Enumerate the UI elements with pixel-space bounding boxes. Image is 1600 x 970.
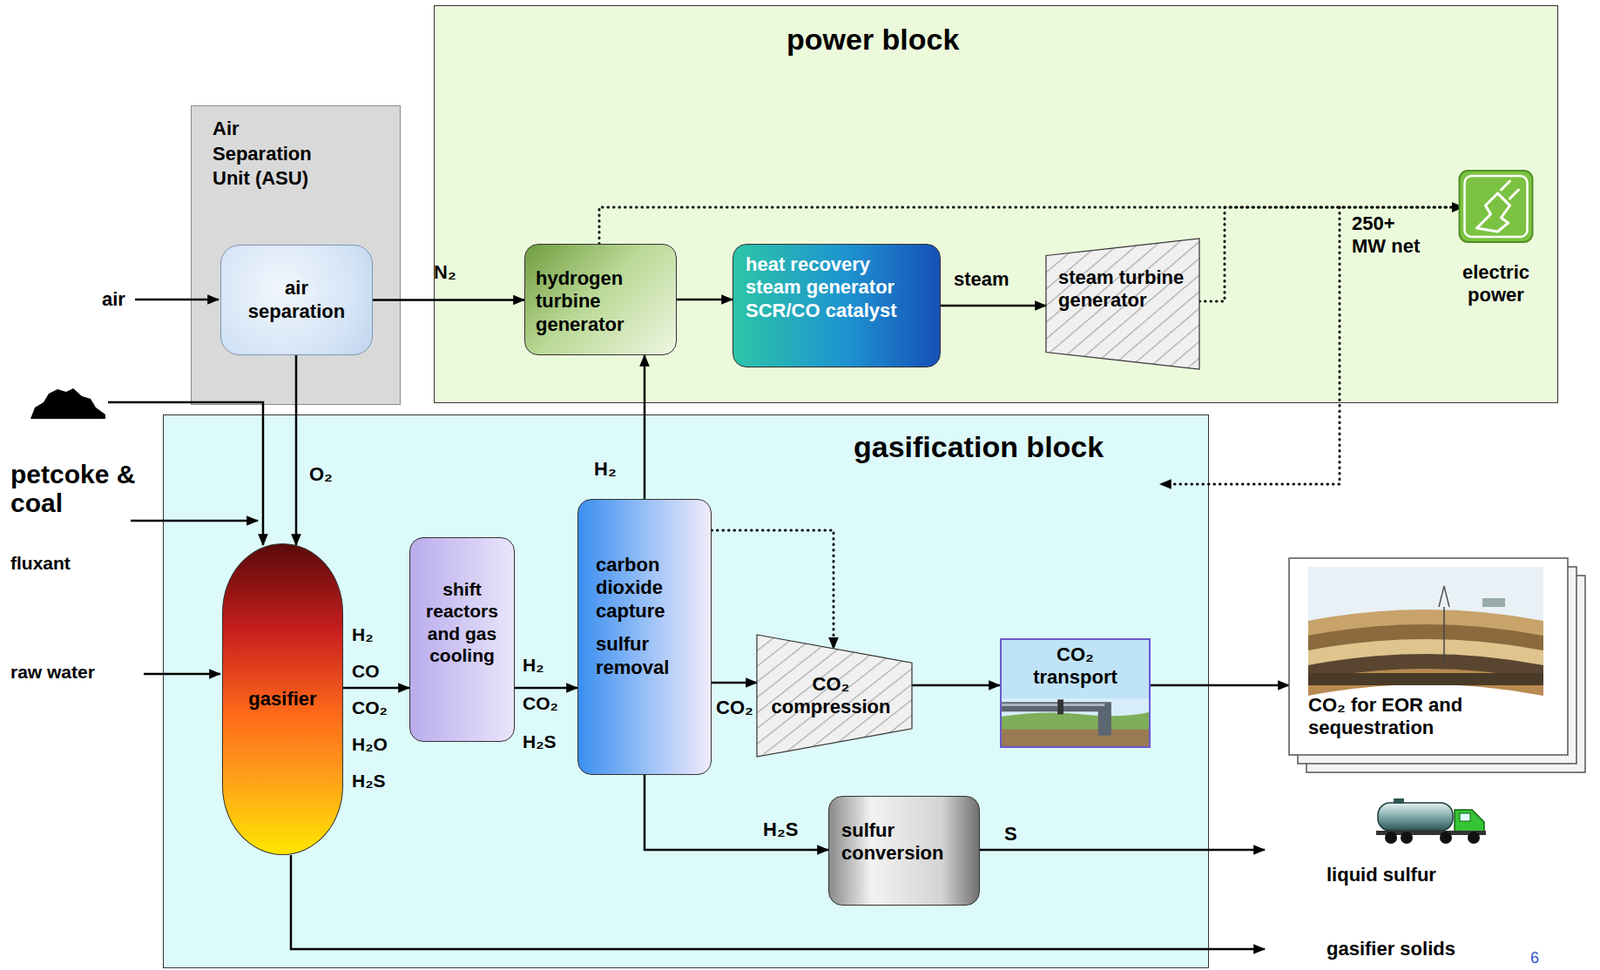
node-label: CO₂ for EOR and sequestration bbox=[1308, 694, 1535, 741]
air-separation-unit-box: Air Separation Unit (ASU) air separation bbox=[190, 105, 401, 406]
flow-arrow bbox=[911, 684, 1000, 688]
flow-arrow bbox=[372, 298, 525, 302]
flow-arrow bbox=[343, 687, 410, 690]
flow-arrow bbox=[940, 304, 1047, 308]
node-label: sulfur conversion bbox=[841, 819, 955, 866]
stream-label: fluxant bbox=[10, 552, 71, 574]
flow-arrow bbox=[644, 775, 829, 851]
air-feed-arrow bbox=[135, 298, 219, 302]
process-box: air separation bbox=[220, 244, 373, 356]
flow-arrow bbox=[514, 687, 578, 690]
node-label: shift reactors and gas cooling bbox=[415, 578, 510, 667]
stream-label: liquid sulfur bbox=[1326, 864, 1437, 887]
power-block-band: power block hydrogen turbine generator hea… bbox=[433, 5, 1559, 404]
block-heading: gasification block bbox=[853, 429, 1104, 466]
flow-label: H₂ bbox=[594, 458, 617, 481]
power-flow-dotted bbox=[711, 530, 834, 649]
flow-label: CO₂ bbox=[715, 696, 754, 720]
flow-label: H₂ CO CO₂ H₂O H₂S bbox=[351, 616, 398, 800]
plug-symbol bbox=[1459, 170, 1533, 243]
flow-label: H₂ CO₂ H₂S bbox=[522, 646, 568, 762]
stream-label: 250+ MW net bbox=[1351, 212, 1427, 259]
flow-arrow bbox=[676, 298, 733, 302]
truck-icon bbox=[1376, 798, 1486, 844]
pipeline-box: CO₂ transport bbox=[999, 638, 1151, 749]
turbine-shape bbox=[1046, 238, 1200, 370]
flow-arrow bbox=[643, 355, 647, 500]
process-box: shift reactors and gas cooling bbox=[409, 537, 515, 743]
solids-output-arrow bbox=[290, 855, 1265, 950]
node-label: heat recovery steam generator SCR/CO cat… bbox=[745, 253, 903, 323]
compressor-shape bbox=[756, 634, 912, 757]
process-box: sulfur conversion bbox=[828, 796, 980, 906]
stream-label: air bbox=[101, 288, 126, 311]
block-heading: Air Separation Unit (ASU) bbox=[212, 116, 344, 192]
sulfur-output-arrow bbox=[979, 849, 1265, 852]
stream-label: gasifier solids bbox=[1326, 938, 1456, 961]
node-label: steam turbine generator bbox=[1058, 266, 1189, 313]
power-flow-dotted bbox=[599, 207, 1464, 244]
flow-arrow bbox=[711, 681, 757, 685]
electric-power-icon: electric power bbox=[1445, 170, 1553, 319]
petcoke-feed-arrow bbox=[130, 519, 258, 523]
steam-turbine-trapezoid: steam turbine generator bbox=[1046, 238, 1200, 370]
coal-pile-icon bbox=[30, 388, 106, 419]
node-label: carbon dioxide capture bbox=[595, 553, 701, 623]
flow-label: H₂S bbox=[762, 818, 798, 842]
water-feed-arrow bbox=[143, 673, 221, 676]
block-heading: power block bbox=[786, 21, 959, 58]
compressor-trapezoid: CO₂ compression bbox=[756, 634, 912, 757]
turbine-box: hydrogen turbine generator bbox=[524, 243, 677, 356]
node-label: CO₂ transport bbox=[1023, 643, 1128, 690]
stream-label: raw water bbox=[10, 661, 95, 683]
hrsg-box: heat recovery steam generator SCR/CO cat… bbox=[732, 243, 941, 368]
stream-label: S bbox=[1004, 823, 1018, 846]
page-number: 6 bbox=[1530, 949, 1540, 969]
flow-label: O₂ bbox=[309, 463, 333, 487]
power-flow-dotted bbox=[1160, 207, 1340, 485]
gasifier-vessel: gasifier bbox=[222, 543, 344, 856]
flow-label: N₂ bbox=[433, 261, 457, 284]
node-label: sulfur removal bbox=[595, 633, 701, 680]
power-flow-dotted bbox=[1199, 207, 1464, 302]
node-label: electric power bbox=[1445, 261, 1546, 308]
flow-label: steam bbox=[953, 268, 1010, 291]
node-label: air separation bbox=[236, 276, 358, 324]
stream-label: petcoke & coal bbox=[10, 459, 150, 518]
node-label: hydrogen turbine generator bbox=[535, 267, 658, 337]
process-box: carbon dioxide capture sulfur removal bbox=[577, 499, 712, 776]
gasification-block-band: gasification block gasifier shift reactors… bbox=[162, 414, 1209, 969]
node-label: CO₂ compression bbox=[769, 673, 892, 720]
node-label: gasifier bbox=[248, 688, 317, 711]
flow-arrow bbox=[295, 355, 298, 546]
storage-card-stack: CO₂ for EOR and sequestration bbox=[1289, 558, 1568, 756]
flow-arrow bbox=[1150, 684, 1290, 688]
